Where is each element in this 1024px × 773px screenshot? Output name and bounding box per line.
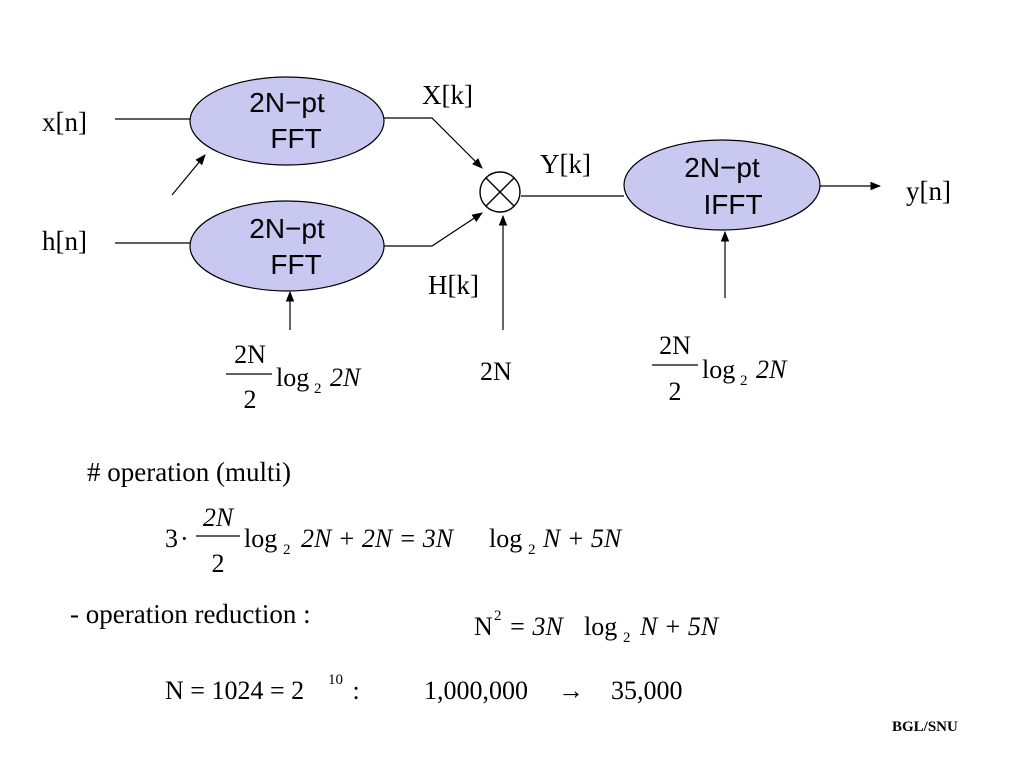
output-y-label: y[n]: [906, 176, 951, 206]
f2-rhs-a: = 3N: [502, 612, 565, 641]
ifft-cost-log: log: [702, 355, 735, 384]
footer-label: BGL/SNU: [892, 719, 958, 735]
f2-rhs-log: log: [584, 612, 617, 641]
fft-top-ellipse: [189, 76, 385, 166]
f1-rest-log-base: 2: [528, 542, 536, 558]
ifft-cost-arg: 2N: [756, 355, 788, 384]
f1-numerator: 2N: [203, 503, 235, 532]
H-signal-arrow: [384, 212, 483, 247]
f3-exponent: 10: [328, 672, 343, 688]
fft-cost-log-base: 2: [314, 381, 322, 397]
f3-arrow: →: [558, 676, 584, 705]
example-equation: N = 1024 = 2 10 : 1,000,000 → 35,000: [165, 672, 683, 705]
ifft-cost-formula: 2N 2 log 2 2N: [652, 331, 788, 406]
X-signal-label: X[k]: [422, 80, 473, 110]
f1-denominator: 2: [212, 549, 225, 578]
multiply-cost-label: 2N: [480, 357, 512, 386]
multiplier-icon: [479, 171, 521, 213]
operation-heading: # operation (multi): [87, 457, 291, 487]
ifft-ellipse: [623, 139, 821, 231]
ifft-line2: IFFT: [703, 189, 762, 220]
input-x-label: x[n]: [42, 107, 87, 137]
ifft-line1: 2N−pt: [684, 152, 760, 183]
X-signal-arrow: [384, 117, 483, 169]
diagonal-arrow: [171, 154, 206, 196]
ifft-cost-log-base: 2: [740, 373, 748, 389]
reduction-label: - operation reduction :: [70, 599, 311, 629]
f2-lhs-exponent: 2: [494, 608, 502, 624]
reduction-equation: N 2 = 3N log 2 N + 5N: [474, 608, 720, 646]
f1-rest-log: log: [489, 524, 522, 553]
ifft-block: 2N−pt IFFT: [623, 139, 821, 231]
fft-cost-formula: 2N 2 log 2 2N: [226, 340, 362, 414]
fft-cost-log: log: [276, 363, 309, 392]
Y-signal-label: Y[k]: [540, 149, 591, 179]
fft-top-line2: FFT: [270, 123, 321, 154]
fft-bottom-line2: FFT: [270, 249, 321, 280]
f1-rest-c: N + 5N: [542, 524, 623, 553]
f3-colon: :: [346, 676, 360, 705]
fft-cost-denominator: 2: [244, 385, 257, 414]
f1-rest-a: 2N + 2N = 3N: [301, 524, 455, 553]
f1-log: log: [244, 524, 277, 553]
ifft-cost-numerator: 2N: [659, 331, 691, 360]
input-h-label: h[n]: [42, 226, 87, 256]
fft-block-bottom: 2N−pt FFT: [189, 200, 385, 292]
ifft-cost-denominator: 2: [669, 377, 682, 406]
fft-bottom-line1: 2N−pt: [249, 213, 325, 244]
f2-lhs: N: [474, 612, 493, 641]
fft-cost-arg: 2N: [330, 363, 362, 392]
fft-block-top: 2N−pt FFT: [189, 76, 385, 166]
f1-coef: 3: [165, 524, 178, 553]
fft-top-line1: 2N−pt: [249, 87, 325, 118]
f2-rhs-c: N + 5N: [639, 612, 720, 641]
f3-before: 1,000,000: [424, 676, 528, 705]
f1-log-base: 2: [283, 542, 291, 558]
f1-dot: ·: [180, 524, 189, 553]
f3-lhs: N = 1024 = 2: [165, 676, 304, 705]
H-signal-label: H[k]: [428, 270, 479, 300]
operation-count-formula: 3 · 2N 2 log 2 2N + 2N = 3N log 2 N + 5N: [165, 503, 623, 578]
fft-cost-numerator: 2N: [234, 340, 266, 369]
f3-after: 35,000: [611, 676, 683, 705]
f2-rhs-log-base: 2: [623, 630, 631, 646]
